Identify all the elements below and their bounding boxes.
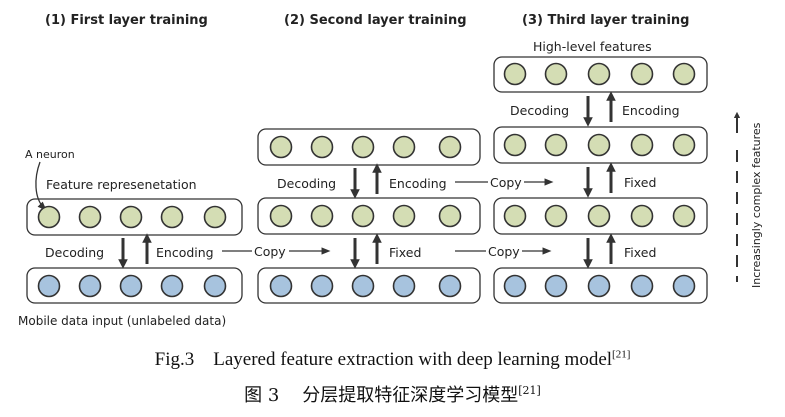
neuron-circle — [269, 204, 293, 228]
copy-label-2: Copy — [490, 175, 522, 190]
panel-title-second: (2) Second layer training — [284, 13, 467, 28]
neuron-circle — [351, 274, 375, 298]
caption-en-ref: [21] — [612, 348, 631, 361]
panel-title-first: (1) First layer training — [45, 13, 208, 28]
neuron-circle — [119, 274, 143, 298]
a-neuron-pointer — [35, 161, 47, 211]
p2-encoding-label: Encoding — [389, 176, 447, 191]
caption-zh-text: 图 3 分层提取特征深度学习模型 — [244, 385, 519, 406]
caption-zh-ref: [21] — [518, 384, 541, 397]
neuron-circle — [630, 274, 654, 298]
p1-input-layer-box — [26, 267, 243, 304]
neuron-circle — [438, 274, 462, 298]
neuron-circle — [630, 62, 654, 86]
p3-layer2 — [503, 204, 696, 228]
feature-representation-label: Feature represenetation — [46, 177, 197, 192]
neuron-circle — [78, 274, 102, 298]
p3-layer3-box — [493, 126, 708, 164]
p2-middle-layer-box — [257, 197, 481, 235]
neuron-circle — [37, 274, 61, 298]
p2-top-layer — [269, 135, 462, 159]
p3-fixed-label-2: Fixed — [624, 245, 656, 260]
neuron-circle — [351, 135, 375, 159]
neuron-circle — [438, 135, 462, 159]
copy-label-3: Copy — [488, 244, 520, 259]
p2-fixed-label: Fixed — [389, 245, 421, 260]
neuron-circle — [37, 205, 61, 229]
neuron-circle — [544, 133, 568, 157]
neuron-circle — [630, 204, 654, 228]
neuron-circle — [672, 204, 696, 228]
neuron-circle — [503, 62, 527, 86]
p1-input-layer — [37, 274, 227, 298]
neuron-circle — [587, 62, 611, 86]
neuron-circle — [351, 204, 375, 228]
neuron-circle — [587, 204, 611, 228]
neuron-circle — [310, 135, 334, 159]
neuron-circle — [78, 205, 102, 229]
neuron-circle — [203, 274, 227, 298]
caption-en-text: Fig.3 Layered feature extraction with de… — [154, 349, 613, 370]
neuron-circle — [310, 204, 334, 228]
p1-decoding-label: Decoding — [45, 245, 104, 260]
neuron-circle — [392, 135, 416, 159]
neuron-circle — [119, 205, 143, 229]
p3-input-layer-box — [493, 267, 708, 304]
layered-training-diagram: (1) First layer training (2) Second laye… — [18, 13, 763, 328]
p3-encoding-label: Encoding — [622, 103, 680, 118]
neuron-circle — [544, 62, 568, 86]
p3-top-layer — [503, 62, 696, 86]
neuron-circle — [503, 204, 527, 228]
p2-middle-layer — [269, 204, 462, 228]
p1-encoding-label: Encoding — [156, 245, 214, 260]
neuron-circle — [392, 204, 416, 228]
p2-top-layer-box — [257, 128, 481, 166]
p3-top-layer-box — [493, 56, 708, 93]
p3-layer2-box — [493, 197, 708, 235]
neuron-circle — [544, 274, 568, 298]
increasingly-complex-label: Increasingly complex features — [750, 122, 763, 288]
neuron-circle — [630, 133, 654, 157]
p1-hidden-layer-box — [26, 198, 243, 236]
p2-input-layer-box — [257, 267, 481, 304]
a-neuron-label: A neuron — [25, 148, 75, 161]
neuron-circle — [672, 274, 696, 298]
neuron-circle — [503, 274, 527, 298]
mobile-data-input-label: Mobile data input (unlabeled data) — [18, 314, 226, 328]
p3-layer3 — [503, 133, 696, 157]
high-level-features-label: High-level features — [533, 39, 652, 54]
neuron-circle — [310, 274, 334, 298]
neuron-circle — [269, 274, 293, 298]
neuron-circle — [587, 274, 611, 298]
p2-decoding-label: Decoding — [277, 176, 336, 191]
p3-input-layer — [503, 274, 696, 298]
p3-decoding-label: Decoding — [510, 103, 569, 118]
neuron-circle — [672, 62, 696, 86]
p2-input-layer — [269, 274, 462, 298]
neuron-circle — [672, 133, 696, 157]
neuron-circle — [269, 135, 293, 159]
neuron-circle — [203, 205, 227, 229]
neuron-circle — [503, 133, 527, 157]
figure-caption-chinese: 图 3 分层提取特征深度学习模型[21] — [0, 381, 785, 407]
figure-caption-english: Fig.3 Layered feature extraction with de… — [0, 349, 785, 371]
neuron-circle — [438, 204, 462, 228]
neuron-circle — [587, 133, 611, 157]
neuron-circle — [160, 205, 184, 229]
p1-hidden-layer — [37, 205, 227, 229]
panel-title-third: (3) Third layer training — [522, 13, 689, 28]
neuron-circle — [544, 204, 568, 228]
p3-fixed-label-1: Fixed — [624, 175, 656, 190]
neuron-circle — [392, 274, 416, 298]
neuron-circle — [160, 274, 184, 298]
copy-label-1: Copy — [254, 244, 286, 259]
